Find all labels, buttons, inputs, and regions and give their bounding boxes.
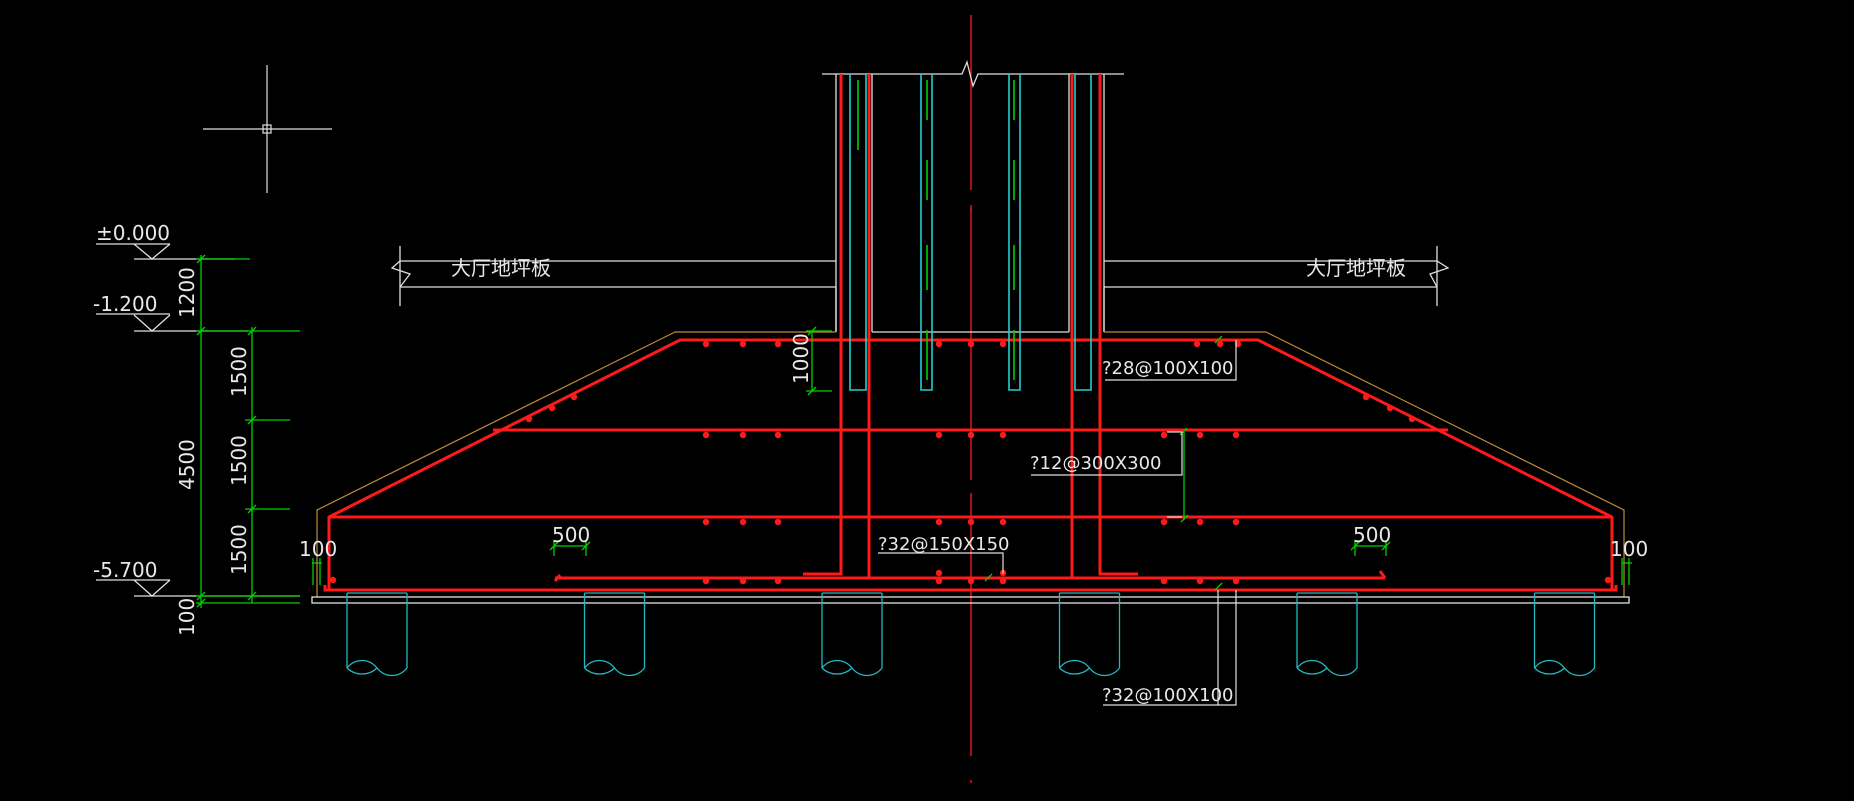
pile bbox=[1533, 592, 1596, 677]
column-bars bbox=[849, 74, 1092, 391]
rebar-label-bottom: ?32@100X100 bbox=[1102, 685, 1234, 706]
rebar-dot bbox=[739, 518, 747, 526]
pile-cap-base bbox=[311, 596, 1630, 604]
cad-crosshair-cursor bbox=[203, 65, 332, 193]
rebar-label-lower: ?32@150X150 bbox=[878, 534, 1010, 555]
rebar-dot bbox=[774, 577, 782, 585]
elevation-label-0: ±0.000 bbox=[96, 221, 170, 245]
rebar-dot bbox=[1362, 393, 1370, 401]
detail-dimension-lines bbox=[312, 326, 1632, 591]
pile bbox=[821, 592, 883, 677]
rebar-dot bbox=[739, 431, 747, 439]
elevation-label-1: -1.200 bbox=[93, 292, 157, 316]
dimension-500-right: 500 bbox=[1353, 523, 1391, 547]
left-dimension-lines bbox=[196, 254, 300, 608]
rebar-dot bbox=[702, 518, 710, 526]
rebar-dot bbox=[935, 569, 943, 577]
floor-slab-label-left: 大厅地坪板 bbox=[451, 256, 551, 280]
elevation-label-2: -5.700 bbox=[93, 558, 157, 582]
pile bbox=[1058, 592, 1121, 677]
rebar-dot bbox=[999, 340, 1007, 348]
rebar-dot bbox=[702, 340, 710, 348]
rebar-label-middle: ?12@300X300 bbox=[1030, 453, 1162, 474]
rebar-dot bbox=[935, 431, 943, 439]
dimension-100-vertical: 100 bbox=[175, 598, 199, 636]
rebar-dot bbox=[702, 577, 710, 585]
column-outline bbox=[835, 74, 1105, 333]
floor-slab-right bbox=[1103, 246, 1450, 332]
rebar-dot bbox=[967, 518, 975, 526]
dimension-1500-lower: 1500 bbox=[227, 524, 251, 575]
dimension-100-right: 100 bbox=[1610, 537, 1648, 561]
column-break-line bbox=[822, 59, 1124, 89]
column-stirrups bbox=[857, 80, 1015, 380]
floor-slab-label-right: 大厅地坪板 bbox=[1306, 256, 1406, 280]
rebar-dot bbox=[1196, 577, 1204, 585]
rebar-dot bbox=[739, 340, 747, 348]
rebar-dots bbox=[329, 340, 1612, 585]
rebar-dot bbox=[774, 340, 782, 348]
dimension-500-left: 500 bbox=[552, 523, 590, 547]
rebar-dot bbox=[1196, 518, 1204, 526]
rebar-dot bbox=[1193, 340, 1201, 348]
rebar-dot bbox=[1232, 431, 1240, 439]
rebar-dot bbox=[999, 577, 1007, 585]
rebar-dot bbox=[999, 431, 1007, 439]
pile bbox=[346, 592, 408, 677]
piles bbox=[346, 592, 1596, 677]
rebar-dot bbox=[935, 577, 943, 585]
rebar-dot bbox=[1160, 431, 1168, 439]
dimension-1500-middle: 1500 bbox=[227, 435, 251, 486]
rebar-label-top: ?28@100X100 bbox=[1102, 358, 1234, 379]
dimension-1000: 1000 bbox=[789, 333, 813, 384]
rebar-dot bbox=[1408, 415, 1416, 423]
rebar-dot bbox=[967, 431, 975, 439]
dimension-1500-upper: 1500 bbox=[227, 346, 251, 397]
rebar-dot bbox=[525, 415, 533, 423]
rebar-dot bbox=[1386, 404, 1394, 412]
footing-outline bbox=[316, 331, 1625, 597]
pile bbox=[583, 592, 646, 677]
rebar-dot bbox=[935, 518, 943, 526]
rebar-dot bbox=[774, 518, 782, 526]
rebar-dot bbox=[1160, 577, 1168, 585]
rebar-dot bbox=[1160, 518, 1168, 526]
dimension-4500: 4500 bbox=[175, 439, 199, 490]
rebar-dot bbox=[1604, 576, 1612, 584]
rebar-dot bbox=[1232, 577, 1240, 585]
rebar-dot bbox=[999, 518, 1007, 526]
dimension-100-left: 100 bbox=[299, 537, 337, 561]
rebar-dot bbox=[702, 431, 710, 439]
leader-lines bbox=[878, 340, 1237, 706]
dimension-1200: 1200 bbox=[175, 267, 199, 318]
rebar-dot bbox=[967, 577, 975, 585]
rebar-dot bbox=[1196, 431, 1204, 439]
rebar-dot bbox=[1216, 340, 1224, 348]
rebar-dot bbox=[774, 431, 782, 439]
rebar-dot bbox=[548, 404, 556, 412]
rebar-dot bbox=[967, 340, 975, 348]
rebar-dot bbox=[1232, 518, 1240, 526]
rebar-dot bbox=[739, 577, 747, 585]
rebar-dot bbox=[935, 340, 943, 348]
pile bbox=[1296, 592, 1358, 677]
rebar-dot bbox=[329, 576, 337, 584]
rebar-dot bbox=[570, 393, 578, 401]
